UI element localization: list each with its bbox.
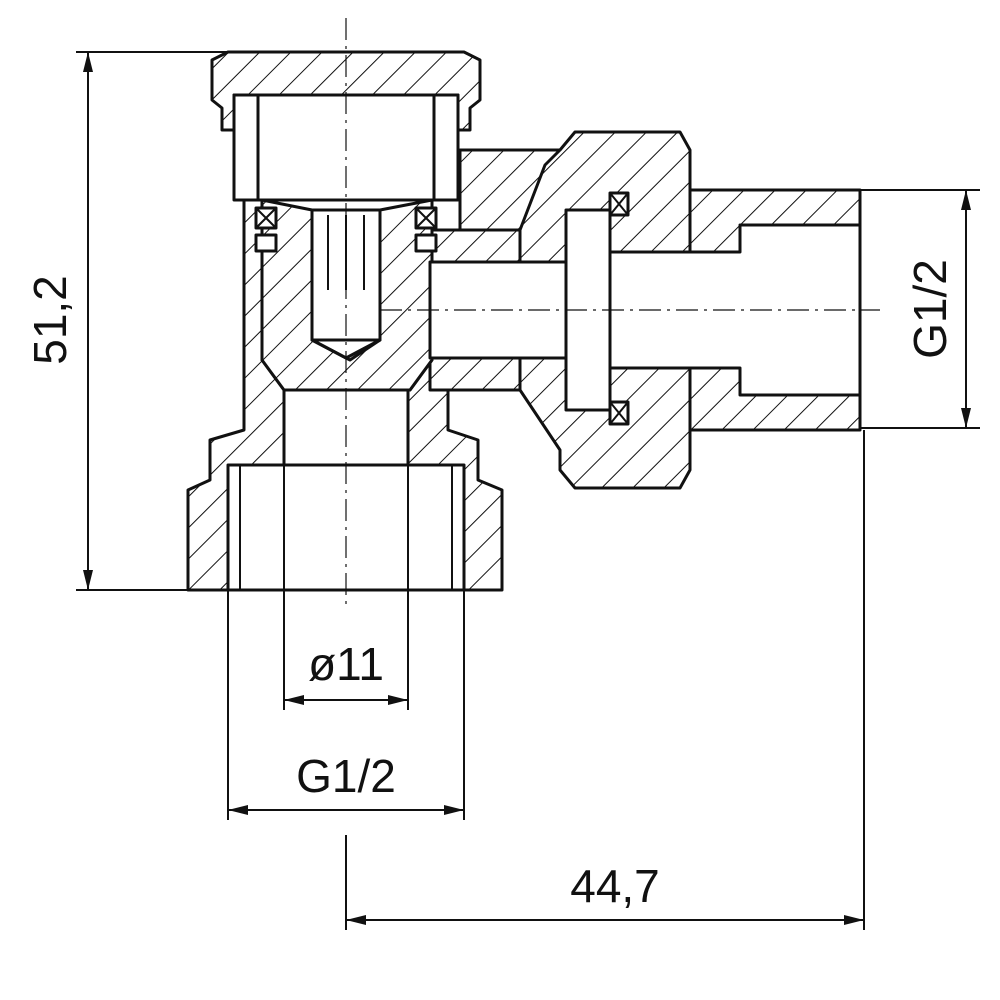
dim-diameter: ø11 bbox=[283, 390, 409, 710]
dim-height: 51,2 bbox=[24, 51, 228, 591]
dim-side-thread: G1/2 bbox=[860, 189, 980, 429]
dim-width: 44,7 bbox=[345, 430, 865, 930]
width-label: 44,7 bbox=[570, 860, 660, 912]
bottom-thread-label: G1/2 bbox=[296, 750, 396, 802]
diameter-label: ø11 bbox=[308, 638, 384, 690]
dim-bottom-thread: G1/2 bbox=[227, 590, 465, 820]
height-label: 51,2 bbox=[24, 275, 76, 365]
side-thread-label: G1/2 bbox=[904, 259, 956, 359]
